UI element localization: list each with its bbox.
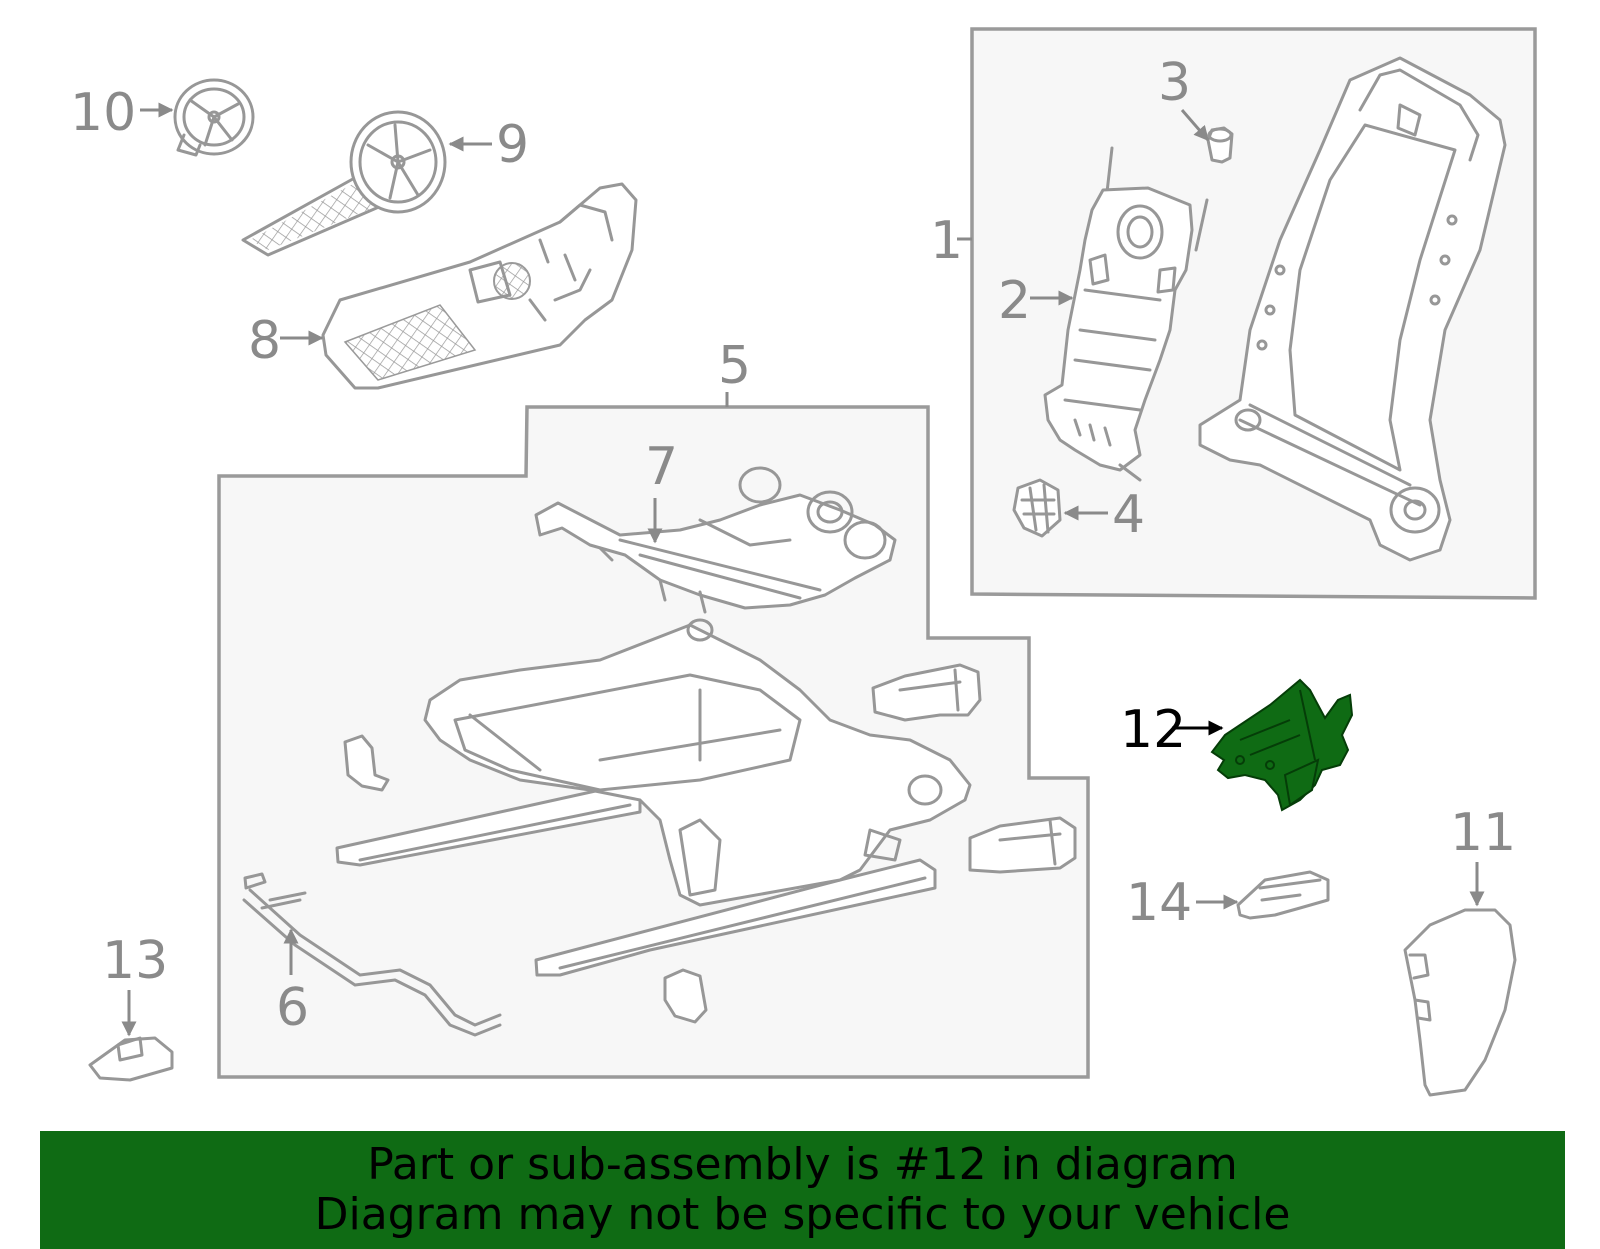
- banner-background: [40, 1131, 1565, 1249]
- part-5-bracket-left: [343, 734, 390, 792]
- part-9-recliner-handle[interactable]: [241, 110, 447, 257]
- part-6-wire[interactable]: [242, 872, 502, 1037]
- callout-13: 13: [102, 931, 168, 991]
- part-7-slide-bracket[interactable]: [534, 466, 897, 614]
- callout-5: 5: [718, 336, 751, 396]
- callout-7: 7: [645, 437, 678, 497]
- callout-2: 2: [998, 271, 1031, 331]
- part-1-seatback-frame[interactable]: [1198, 56, 1507, 562]
- banner-line-2: Diagram may not be specific to your vehi…: [314, 1189, 1291, 1240]
- callout-14: 14: [1126, 873, 1192, 933]
- part-5-bracket-upper-right: [871, 663, 982, 722]
- callout-4: 4: [1112, 485, 1145, 545]
- part-2-recliner[interactable]: [1043, 146, 1209, 482]
- part-5-seat-frame[interactable]: [335, 618, 972, 977]
- part-11-cover[interactable]: [1403, 908, 1517, 1097]
- part-4-clip[interactable]: [1012, 478, 1062, 538]
- callout-12: 12: [1120, 700, 1186, 760]
- part-8-side-shield[interactable]: [321, 182, 638, 390]
- part-14-bracket[interactable]: [1236, 870, 1330, 920]
- callout-3: 3: [1158, 53, 1191, 113]
- callout-10: 10: [70, 83, 136, 143]
- callout-11: 11: [1450, 803, 1516, 863]
- leader-lines: [121, 102, 1485, 1037]
- callout-6: 6: [276, 978, 309, 1038]
- callout-9: 9: [496, 115, 529, 175]
- part-10-knob[interactable]: [173, 78, 255, 157]
- info-banner: Part or sub-assembly is #12 in diagram D…: [40, 1131, 1565, 1249]
- banner-line-1: Part or sub-assembly is #12 in diagram: [367, 1139, 1238, 1190]
- part-3-bushing[interactable]: [1206, 126, 1234, 164]
- callout-8: 8: [248, 311, 281, 371]
- callout-1: 1: [930, 211, 963, 271]
- part-5-bracket-lower-right: [968, 816, 1077, 874]
- part-13-clip[interactable]: [88, 1036, 174, 1082]
- part-12-highlighted[interactable]: [1210, 678, 1354, 812]
- part-5-bracket-bottom: [663, 968, 708, 1024]
